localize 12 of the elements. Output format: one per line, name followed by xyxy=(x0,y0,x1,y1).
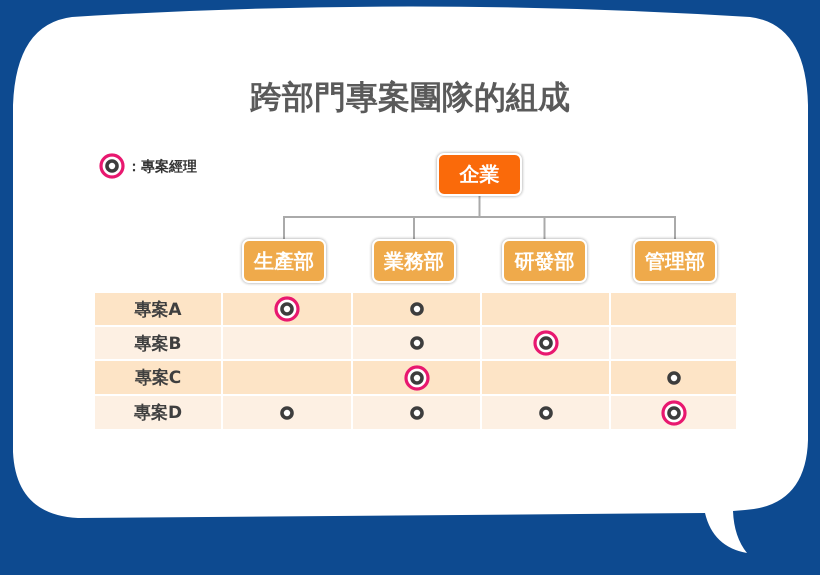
row-header-cell: 專案D xyxy=(95,396,221,429)
title: 跨部門專案團隊的組成 xyxy=(250,78,570,116)
row-header-cell: 專案C xyxy=(95,361,221,394)
row-header-cell: 專案B xyxy=(95,327,221,359)
company-box: 企業 xyxy=(437,153,522,196)
connector-line xyxy=(478,196,676,239)
row-header-cell: 專案A xyxy=(95,293,221,325)
department-box: 研發部 xyxy=(502,239,587,283)
department-box: 管理部 xyxy=(633,239,717,283)
department-box: 生產部 xyxy=(242,239,326,283)
department-box: 業務部 xyxy=(372,239,456,283)
legend-label: ：專案經理 xyxy=(127,159,197,175)
